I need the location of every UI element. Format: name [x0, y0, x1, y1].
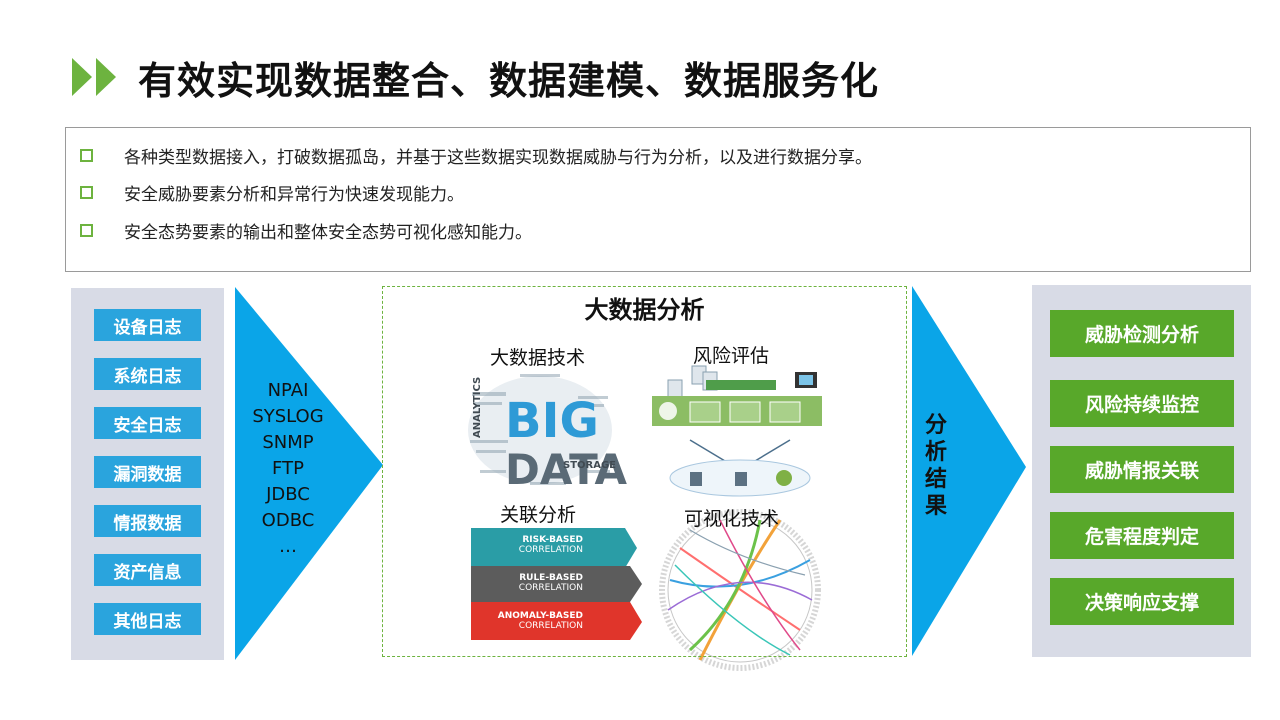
result-item: 威胁检测分析: [1050, 310, 1234, 357]
chord-visualization-image: [659, 509, 821, 671]
risk-assessment-workflow-image: [652, 365, 822, 497]
analysis-result-label: 分 析 结 果: [924, 413, 947, 519]
protocol-label: SNMP: [262, 432, 314, 453]
protocol-label: JDBC: [266, 484, 310, 505]
band-line1: ANOMALY-BASED: [498, 611, 583, 621]
square-bullet-icon: [80, 148, 93, 162]
double-chevron-icon: [72, 58, 116, 96]
cloud-word-analytics: ANALYTICS: [472, 377, 483, 438]
data-sources-panel: 设备日志 系统日志 安全日志 漏洞数据 情报数据 资产信息 其他日志: [71, 288, 224, 660]
source-item: 安全日志: [94, 407, 201, 439]
correlation-bands-image: RISK-BASED CORRELATION RULE-BASED CORREL…: [471, 528, 642, 640]
analysis-title: 大数据分析: [584, 296, 705, 324]
source-item: 情报数据: [94, 505, 201, 537]
source-item: 漏洞数据: [94, 456, 201, 488]
source-item: 系统日志: [94, 358, 201, 390]
result-item: 危害程度判定: [1050, 512, 1234, 559]
output-arrow: [912, 286, 1026, 656]
source-item: 资产信息: [94, 554, 201, 586]
result-item: 威胁情报关联: [1050, 446, 1234, 493]
results-panel: 威胁检测分析 风险持续监控 威胁情报关联 危害程度判定 决策响应支撑: [1032, 285, 1251, 657]
ingest-arrow: [235, 287, 383, 660]
big-data-tech-label: 大数据技术: [490, 347, 586, 369]
visualization-tech-label: 可视化技术: [684, 508, 780, 530]
correlation-band: [471, 602, 642, 640]
source-item: 其他日志: [94, 603, 201, 635]
protocol-label: NPAI: [267, 380, 309, 401]
band-line2: CORRELATION: [519, 545, 583, 555]
band-line1: RISK-BASED: [522, 535, 583, 545]
bullet-item: 安全态势要素的输出和整体安全态势可视化感知能力。: [80, 217, 532, 243]
cloud-word-big: BIG: [505, 393, 599, 449]
result-item: 风险持续监控: [1050, 380, 1234, 427]
bullet-item: 各种类型数据接入，打破数据孤岛，并基于这些数据实现数据威胁与行为分析，以及进行数…: [80, 142, 872, 168]
cloud-word-data: DATA: [505, 445, 627, 494]
band-line2: CORRELATION: [519, 621, 583, 631]
page-title: 有效实现数据整合、数据建模、数据服务化: [138, 59, 880, 103]
band-line2: CORRELATION: [519, 583, 583, 593]
result-item: 决策响应支撑: [1050, 578, 1234, 625]
risk-assessment-label: 风险评估: [693, 345, 770, 367]
correlation-band: [471, 528, 637, 568]
big-data-analysis-box: [382, 286, 907, 657]
square-bullet-icon: [80, 223, 93, 237]
protocol-label: FTP: [272, 458, 304, 479]
protocol-label: …: [279, 536, 297, 557]
cloud-word-storage: STORAGE: [563, 460, 616, 471]
protocol-label: SYSLOG: [252, 406, 324, 427]
big-data-cloud-image: BIG DATA ANALYTICS STORAGE: [468, 374, 627, 494]
bullet-list-box: 各种类型数据接入，打破数据孤岛，并基于这些数据实现数据威胁与行为分析，以及进行数…: [65, 127, 1251, 272]
bullet-item: 安全威胁要素分析和异常行为快速发现能力。: [80, 179, 464, 205]
band-line1: RULE-BASED: [519, 573, 583, 583]
correlation-analysis-label: 关联分析: [500, 504, 577, 526]
square-bullet-icon: [80, 185, 93, 199]
source-item: 设备日志: [94, 309, 201, 341]
correlation-band: [471, 566, 642, 602]
protocol-label: ODBC: [261, 510, 315, 531]
